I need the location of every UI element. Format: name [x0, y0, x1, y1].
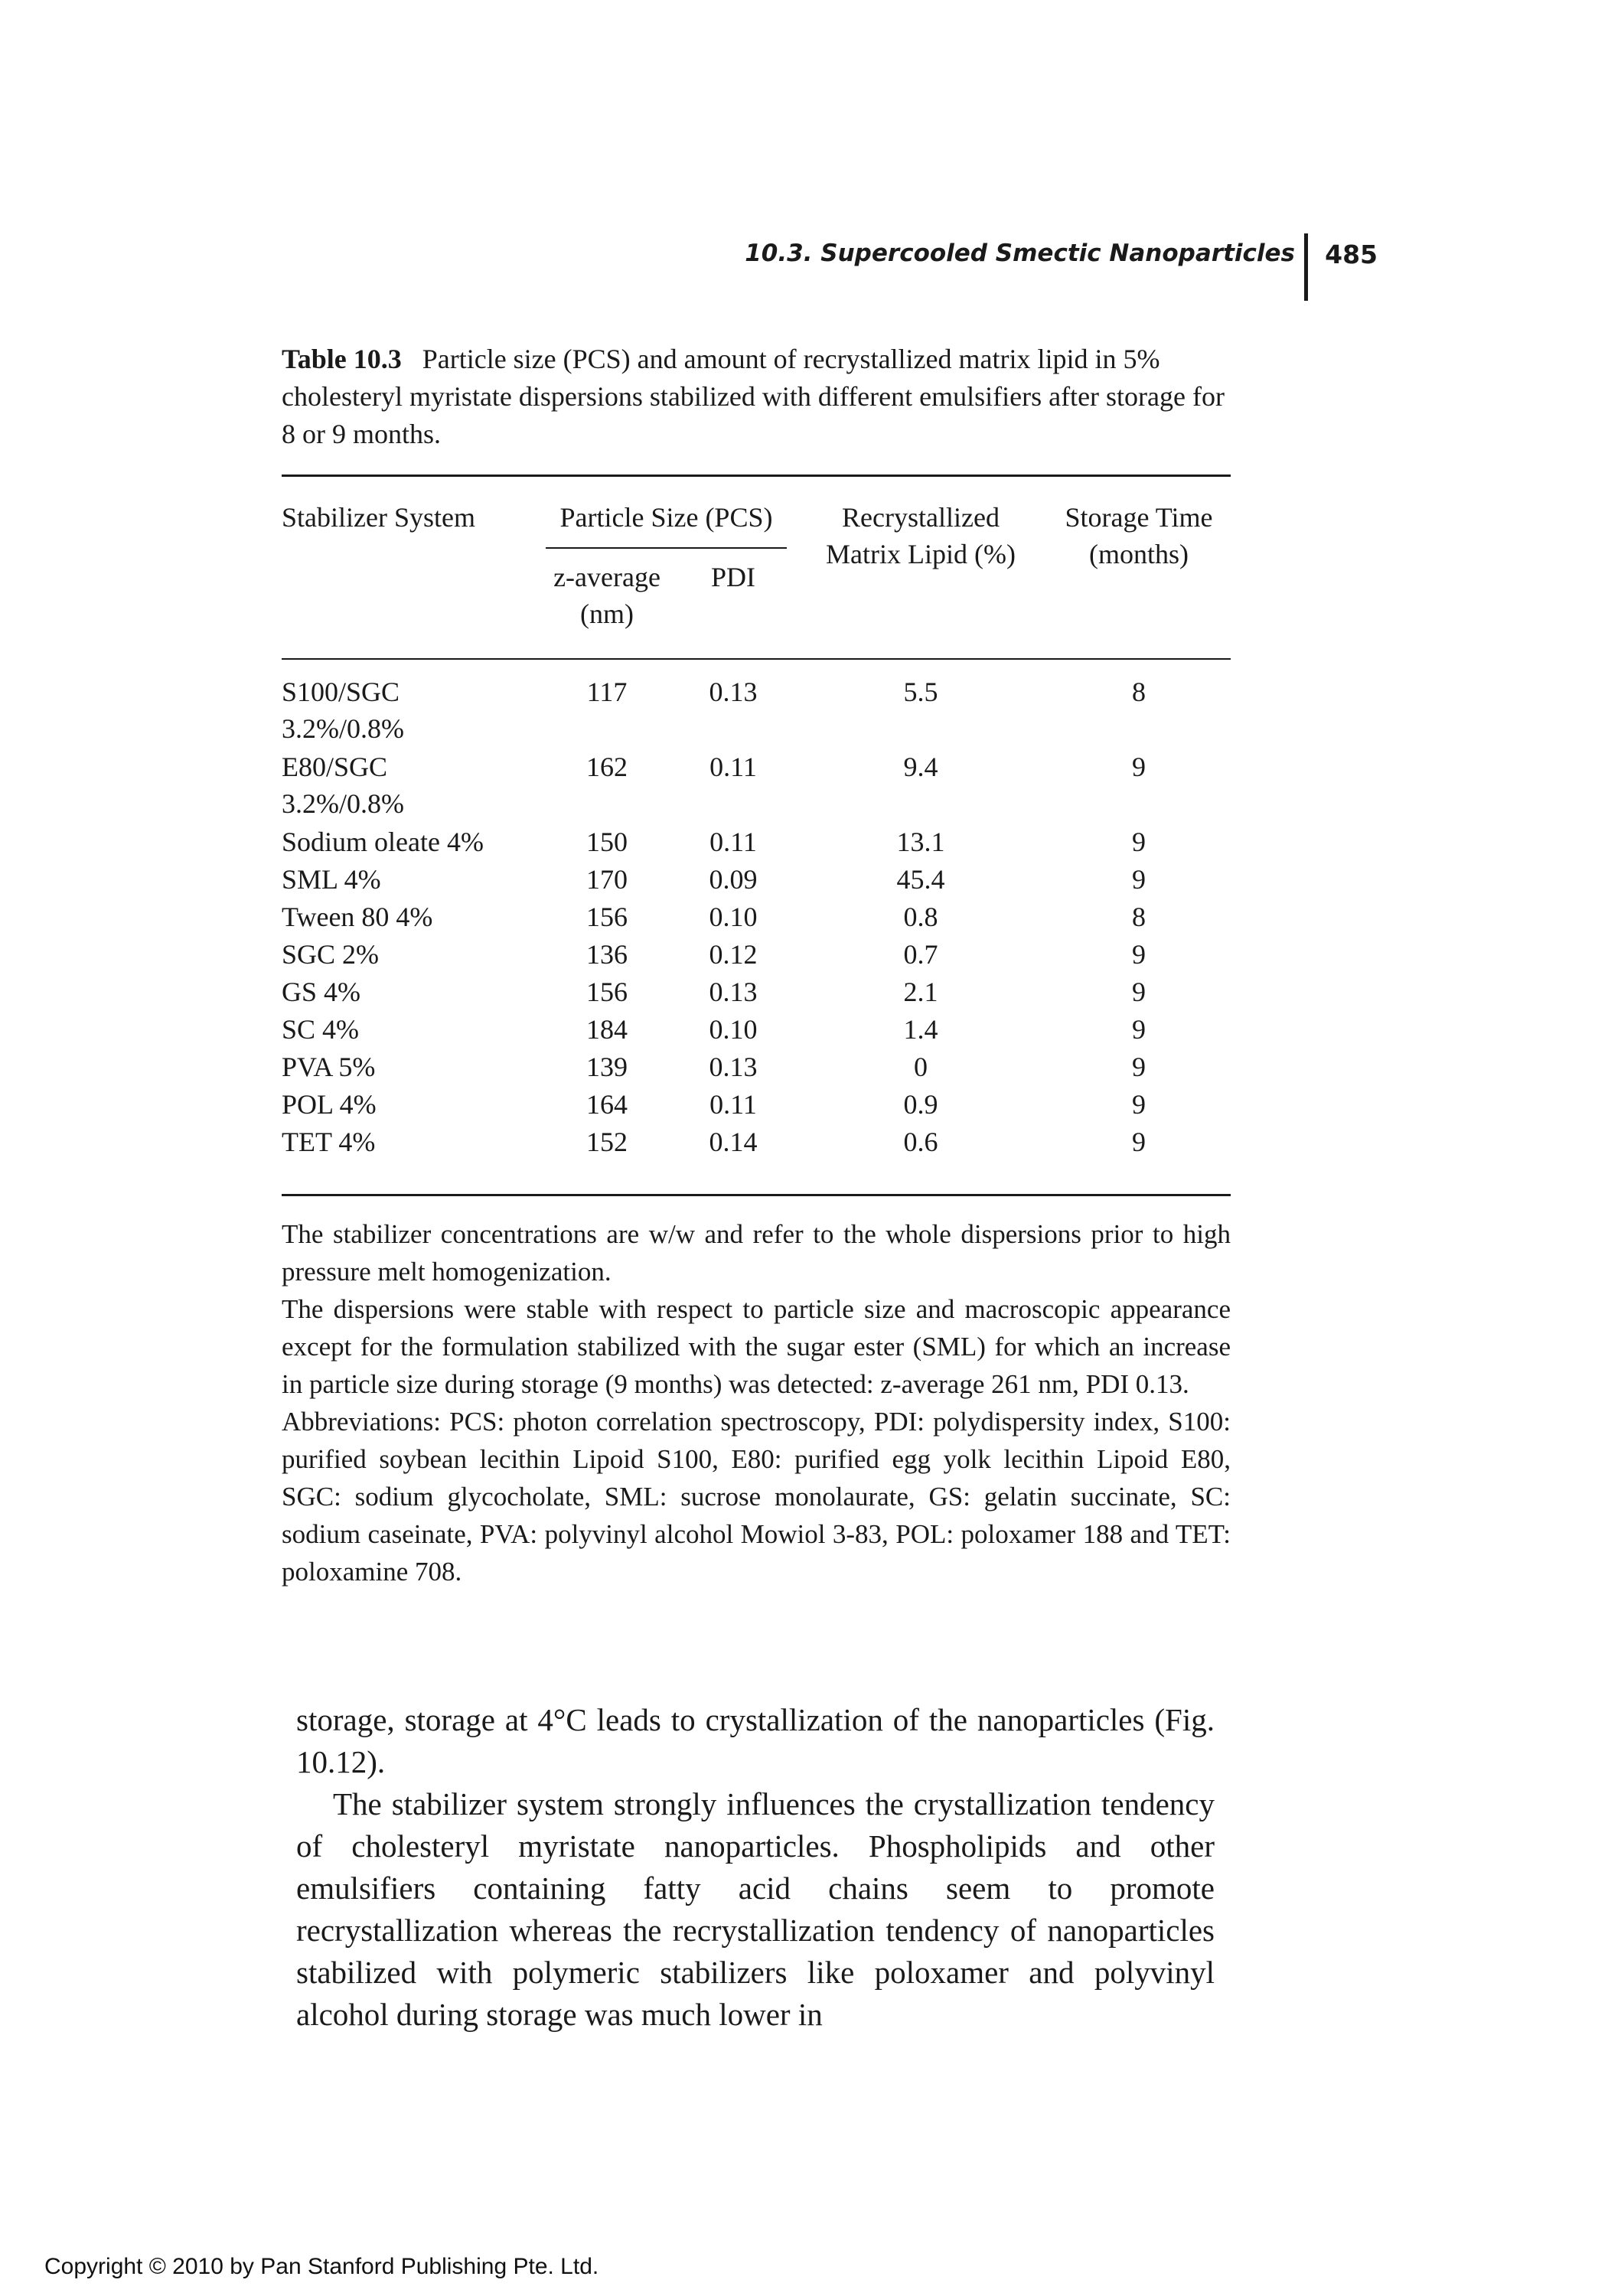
row-months: 9 [1132, 1127, 1146, 1157]
row-system-concentration: 3.2%/0.8% [282, 713, 404, 744]
table-header-rule [282, 658, 1231, 660]
table-label: Table 10.3 [282, 344, 402, 374]
header-divider [1304, 233, 1308, 301]
row-lipid: 45.4 [896, 864, 945, 895]
row-lipid: 0.7 [903, 939, 938, 970]
row-system-name: TET 4% [282, 1127, 376, 1157]
row-months: 9 [1132, 939, 1146, 970]
table-top-rule [282, 475, 1231, 477]
row-z-average: 139 [586, 1052, 628, 1082]
running-title: 10.3. Supercooled Smectic Nanoparticles [745, 240, 1295, 267]
header-pdi: PDI [710, 562, 755, 592]
row-lipid: 13.1 [896, 827, 945, 857]
header-subrule [546, 547, 787, 549]
row-months: 9 [1132, 977, 1146, 1007]
table-caption-text: Particle size (PCS) and amount of recrys… [282, 344, 1225, 449]
data-table: Stabilizer System Particle Size (PCS) z-… [282, 482, 1231, 1202]
row-pdi: 0.11 [709, 827, 757, 857]
row-months: 9 [1132, 1014, 1146, 1045]
row-z-average: 136 [586, 939, 628, 970]
row-system-name: GS 4% [282, 977, 361, 1007]
row-pdi: 0.12 [709, 939, 758, 970]
row-system-name: PVA 5% [282, 1052, 376, 1082]
row-system-name: Sodium oleate 4% [282, 827, 484, 857]
header-storage-time: Storage Time (months) [1047, 499, 1231, 572]
row-lipid: 9.4 [903, 752, 938, 782]
row-system-name: E80/SGC [282, 752, 388, 782]
body-paragraph: The stabilizer system strongly influence… [296, 1786, 1215, 2032]
row-system-name: S100/SGC [282, 677, 400, 707]
row-months: 9 [1132, 1089, 1146, 1120]
row-pdi: 0.09 [709, 864, 758, 895]
body-paragraph: storage, storage at 4°C leads to crystal… [296, 1702, 1215, 1779]
row-pdi: 0.14 [709, 1127, 758, 1157]
table-caption: Table 10.3 Particle size (PCS) and amoun… [282, 341, 1231, 453]
row-z-average: 156 [586, 902, 628, 932]
row-lipid: 0.9 [903, 1089, 938, 1120]
table-notes: The stabilizer concentrations are w/w an… [282, 1215, 1231, 1590]
row-pdi: 0.13 [709, 1052, 758, 1082]
row-pdi: 0.10 [709, 1014, 758, 1045]
row-system-name: SGC 2% [282, 939, 380, 970]
row-lipid: 0 [914, 1052, 928, 1082]
row-system-name: Tween 80 4% [282, 902, 433, 932]
row-lipid: 0.6 [903, 1127, 938, 1157]
row-pdi: 0.10 [709, 902, 758, 932]
row-months: 9 [1132, 827, 1146, 857]
row-z-average: 184 [586, 1014, 628, 1045]
header-recrystallized-line1: Recrystallized [842, 502, 1000, 533]
row-lipid: 1.4 [903, 1014, 938, 1045]
header-recrystallized: Recrystallized Matrix Lipid (%) [802, 499, 1039, 572]
row-system-concentration: 3.2%/0.8% [282, 788, 404, 819]
header-storage-line2: (months) [1089, 539, 1189, 569]
table-note: The stabilizer concentrations are w/w an… [282, 1219, 1231, 1287]
row-months: 8 [1132, 677, 1146, 707]
header-z-average: z-average (nm) [542, 559, 672, 632]
header-particle-size: Particle Size (PCS) [559, 502, 773, 533]
header-storage-line1: Storage Time [1065, 502, 1213, 533]
row-pdi: 0.11 [709, 1089, 757, 1120]
table-bottom-rule [282, 1194, 1231, 1196]
row-lipid: 5.5 [903, 677, 938, 707]
row-pdi: 0.11 [709, 752, 757, 782]
header-stabilizer: Stabilizer System [282, 502, 475, 533]
row-pdi: 0.13 [709, 677, 758, 707]
row-months: 8 [1132, 902, 1146, 932]
row-months: 9 [1132, 864, 1146, 895]
page-number: 485 [1325, 240, 1378, 269]
header-z-average-line2: (nm) [580, 598, 634, 629]
table-note: Abbreviations: PCS: photon correlation s… [282, 1407, 1231, 1587]
row-lipid: 0.8 [903, 902, 938, 932]
row-system-name: POL 4% [282, 1089, 377, 1120]
row-z-average: 117 [586, 677, 628, 707]
row-pdi: 0.13 [709, 977, 758, 1007]
row-system-name: SML 4% [282, 864, 381, 895]
row-lipid: 2.1 [903, 977, 938, 1007]
header-z-average-line1: z-average [553, 562, 660, 592]
running-head: 10.3. Supercooled Smectic Nanoparticles … [745, 233, 1378, 302]
row-months: 9 [1132, 752, 1146, 782]
body-text: storage, storage at 4°C leads to crystal… [296, 1699, 1215, 2036]
row-z-average: 150 [586, 827, 628, 857]
row-z-average: 162 [586, 752, 628, 782]
row-z-average: 156 [586, 977, 628, 1007]
table-row-system: E80/SGC 3.2%/0.8% [282, 748, 404, 822]
row-z-average: 170 [586, 864, 628, 895]
table-row-system: S100/SGC 3.2%/0.8% [282, 673, 404, 747]
row-system-name: SC 4% [282, 1014, 360, 1045]
copyright-footer: Copyright © 2010 by Pan Stanford Publish… [44, 2254, 599, 2279]
table-note: The dispersions were stable with respect… [282, 1294, 1231, 1399]
header-recrystallized-line2: Matrix Lipid (%) [826, 539, 1016, 569]
row-months: 9 [1132, 1052, 1146, 1082]
row-z-average: 152 [586, 1127, 628, 1157]
row-z-average: 164 [586, 1089, 628, 1120]
